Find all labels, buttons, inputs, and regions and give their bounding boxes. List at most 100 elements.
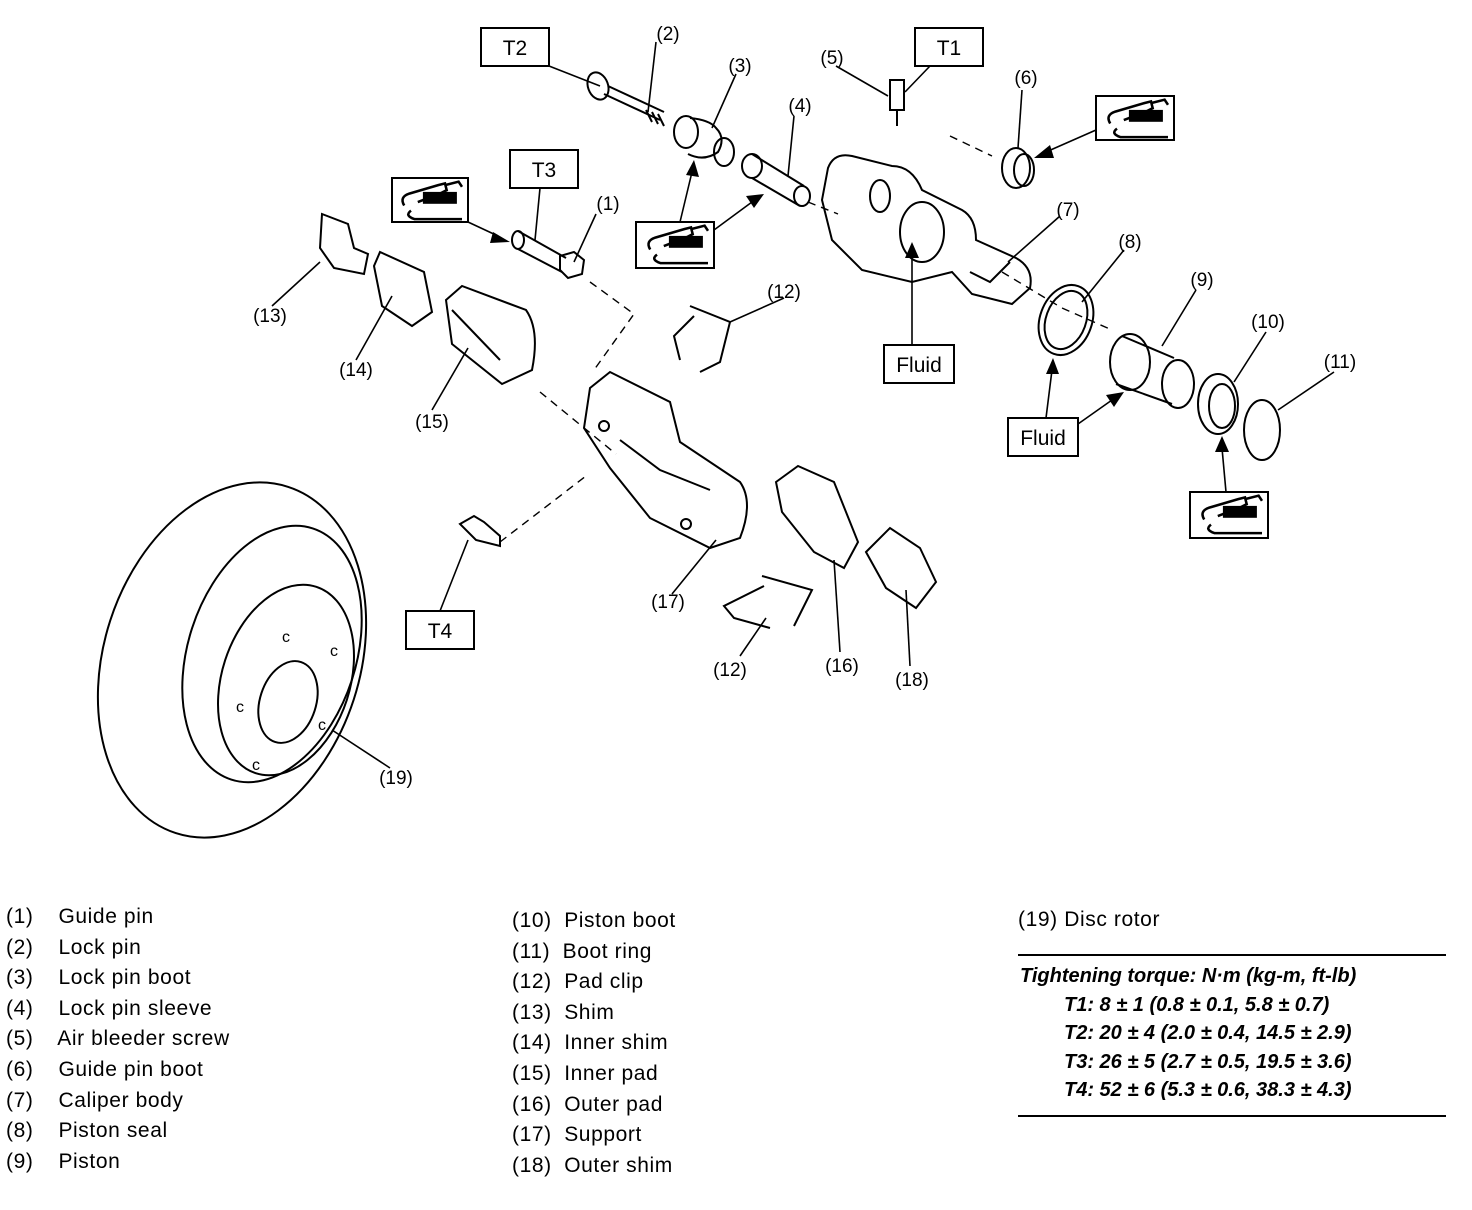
legend-part-name: Caliper body bbox=[58, 1088, 184, 1112]
caliper-body bbox=[820, 154, 1032, 306]
callout-5: (5) bbox=[820, 48, 843, 69]
air-bleeder-screw bbox=[889, 79, 905, 126]
pad-clip-lower bbox=[722, 575, 814, 629]
callout-17: (17) bbox=[651, 592, 685, 613]
torque-box-t4: T4 bbox=[405, 610, 475, 650]
svg-text:c: c bbox=[318, 717, 326, 734]
torque-box-t2: T2 bbox=[480, 27, 550, 67]
t4-label: T4 bbox=[428, 620, 453, 643]
grease-icon bbox=[1095, 95, 1175, 141]
callout-12-lower: (12) bbox=[713, 660, 747, 681]
legend-part-name: Piston seal bbox=[58, 1119, 168, 1143]
svg-text:c: c bbox=[330, 643, 338, 660]
leader-lines bbox=[271, 41, 1335, 769]
parts-legend-col1: (1) Guide pin(2) Lock pin(3) Lock pin bo… bbox=[6, 902, 230, 1177]
legend-number: (13) bbox=[512, 1000, 552, 1024]
torque-box-t1: T1 bbox=[914, 27, 984, 67]
legend-number: (6) bbox=[6, 1057, 34, 1081]
fluid-label-1: Fluid bbox=[896, 354, 942, 377]
legend-part-name: Lock pin bbox=[58, 935, 142, 959]
legend-part-name: Inner shim bbox=[564, 1031, 669, 1055]
lock-pin bbox=[586, 71, 665, 127]
legend-item: (14) Inner shim bbox=[512, 1028, 676, 1059]
legend-number: (8) bbox=[6, 1119, 34, 1143]
callout-8: (8) bbox=[1118, 232, 1141, 253]
t1-label: T1 bbox=[937, 37, 962, 60]
legend-item: (7) Caliper body bbox=[6, 1086, 230, 1117]
outer-pad bbox=[774, 464, 860, 570]
legend-item: (10) Piston boot bbox=[512, 906, 676, 937]
legend-item: (13) Shim bbox=[512, 998, 676, 1029]
callout-16: (16) bbox=[825, 656, 859, 677]
svg-text:c: c bbox=[236, 699, 244, 716]
fluid-box-piston: Fluid bbox=[1007, 417, 1079, 457]
legend-item: (3) Lock pin boot bbox=[6, 963, 230, 994]
legend-number: (18) bbox=[512, 1153, 552, 1177]
parts-legend-col2: (10) Piston boot(11) Boot ring(12) Pad c… bbox=[512, 906, 676, 1181]
legend-number: (1) bbox=[6, 905, 34, 928]
legend-number: (10) bbox=[512, 909, 552, 932]
legend-item: (4) Lock pin sleeve bbox=[6, 994, 230, 1025]
legend-item: (19) Disc rotor bbox=[1018, 908, 1160, 932]
legend-item: (8) Piston seal bbox=[6, 1116, 230, 1147]
legend-item: (18) Outer shim bbox=[512, 1151, 676, 1182]
support-bolt bbox=[458, 514, 501, 548]
shim bbox=[318, 212, 370, 276]
piston bbox=[1109, 333, 1195, 409]
callout-2: (2) bbox=[656, 24, 679, 45]
callout-11: (11) bbox=[1324, 352, 1356, 373]
legend-part-name: Guide pin bbox=[58, 905, 154, 928]
legend-part-name: Support bbox=[564, 1123, 642, 1147]
grease-icon bbox=[635, 221, 715, 269]
torque-row: T2: 20 ± 4 (2.0 ± 0.4, 14.5 ± 2.9) bbox=[1064, 1022, 1352, 1044]
pad-clip-upper bbox=[672, 305, 732, 373]
piston-boot bbox=[1197, 373, 1239, 435]
callout-7: (7) bbox=[1056, 200, 1079, 221]
legend-item: (12) Pad clip bbox=[512, 967, 676, 998]
legend-item: (16) Outer pad bbox=[512, 1090, 676, 1121]
legend-number: (5) bbox=[6, 1027, 34, 1051]
outer-shim bbox=[864, 526, 938, 610]
fluid-box-caliper: Fluid bbox=[883, 344, 955, 384]
parts-legend-col3: (19) Disc rotor bbox=[1018, 908, 1160, 932]
grease-icon bbox=[391, 177, 469, 223]
svg-text:c: c bbox=[282, 629, 290, 646]
legend-part-name: Pad clip bbox=[564, 970, 644, 994]
legend-item: (1) Guide pin bbox=[6, 902, 230, 933]
callout-10: (10) bbox=[1251, 312, 1285, 333]
legend-number: (14) bbox=[512, 1031, 552, 1055]
legend-number: (9) bbox=[6, 1149, 34, 1173]
callout-1: (1) bbox=[596, 194, 619, 215]
piston-seal bbox=[1037, 284, 1095, 356]
lock-pin-sleeve bbox=[741, 153, 811, 207]
legend-part-name: Lock pin sleeve bbox=[58, 996, 213, 1020]
callout-3: (3) bbox=[728, 56, 751, 77]
boot-ring bbox=[1243, 399, 1281, 461]
legend-part-name: Lock pin boot bbox=[58, 966, 192, 990]
guide-pin-boot bbox=[1001, 147, 1035, 189]
legend-number: (7) bbox=[6, 1088, 34, 1112]
callout-12-upper: (12) bbox=[767, 282, 801, 303]
legend-item: (2) Lock pin bbox=[6, 933, 230, 964]
legend-number: (2) bbox=[6, 935, 34, 959]
support-bracket bbox=[582, 370, 748, 550]
disc-rotor: c c c c c bbox=[96, 481, 368, 839]
legend-number: (11) bbox=[512, 939, 551, 963]
brake-exploded-diagram: T2 T1 T3 T4 Fluid Fluid bbox=[96, 24, 1356, 839]
alignment-lines bbox=[499, 135, 1113, 543]
legend-item: (15) Inner pad bbox=[512, 1059, 676, 1090]
legend-item: (11) Boot ring bbox=[512, 937, 676, 968]
legend-part-name: Guide pin boot bbox=[58, 1057, 204, 1081]
legend-part-name: Piston boot bbox=[564, 909, 676, 932]
guide-pin bbox=[511, 230, 586, 280]
legend-part-name: Shim bbox=[564, 1000, 615, 1024]
tightening-torque-table: Tightening torque: N·m (kg-m, ft-lb) T1:… bbox=[1018, 954, 1446, 1117]
legend-part-name: Boot ring bbox=[562, 939, 653, 963]
svg-text:c: c bbox=[252, 757, 260, 774]
callout-4: (4) bbox=[788, 96, 811, 117]
legend-item: (6) Guide pin boot bbox=[6, 1055, 230, 1086]
fluid-label-2: Fluid bbox=[1020, 427, 1066, 450]
inner-pad bbox=[444, 284, 536, 386]
legend-part-name: Outer pad bbox=[564, 1092, 663, 1116]
t2-label: T2 bbox=[503, 37, 528, 60]
